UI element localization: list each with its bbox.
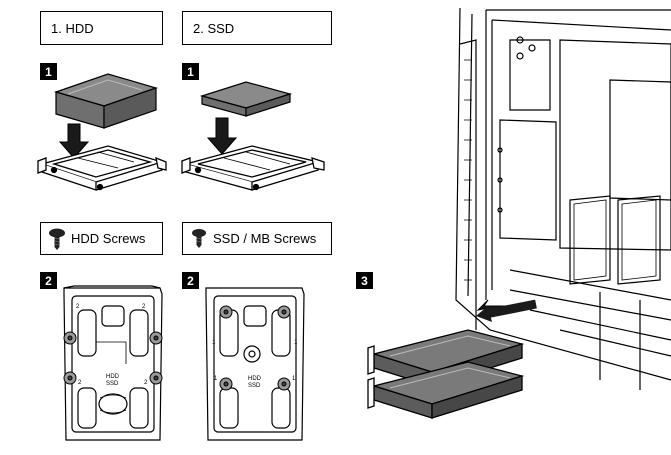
screw-icon (192, 229, 206, 248)
step-2-ssd: 2 (182, 272, 199, 289)
hdd-title: 1. HDD (51, 20, 94, 36)
ssd-mb-screws-label: SSD / MB Screws (213, 231, 317, 246)
ssd-screw-positions (219, 305, 291, 391)
hdd-mark-top-right: 2 (142, 304, 146, 310)
arrow-down-icon (206, 117, 238, 155)
hdd-mark-bottom-right: 2 (144, 380, 148, 386)
step-1-ssd: 1 (182, 63, 199, 80)
ssd-tag-line2: SSD (248, 383, 261, 389)
arrow-down-icon (58, 123, 90, 159)
hdd-screws-legend: HDD Screws (40, 222, 163, 255)
inserted-drive-trays (367, 329, 525, 419)
screw-icon (49, 228, 65, 250)
hdd-screw-positions (63, 331, 163, 385)
hdd-mark-bottom-left: 2 (78, 380, 82, 386)
hdd-screws-label: HDD Screws (71, 231, 146, 246)
step-3-case: 3 (356, 272, 373, 289)
ssd-install-illustration (181, 81, 325, 191)
ssd-title: 2. SSD (193, 20, 235, 36)
hdd-tray (37, 145, 167, 191)
hdd-tray-front-view: 2 2 2 2 HDD SSD (63, 285, 163, 441)
hdd-drive (54, 73, 158, 129)
ssd-mark-left: 1 (212, 340, 216, 346)
ssd-tray-front-view: 1 1 1 1 HDD SSD (205, 287, 305, 441)
hdd-tag-line2: SSD (106, 381, 119, 387)
step-2-hdd: 2 (40, 272, 57, 289)
case-install-illustration (367, 7, 671, 419)
hdd-title-box: 1. HDD (40, 11, 163, 45)
ssd-mark-bottom-right: 1 (292, 376, 296, 382)
hdd-tag-line1: HDD (106, 374, 120, 380)
ssd-mark-right: 1 (294, 340, 298, 346)
ssd-mark-bottom-left: 1 (214, 376, 218, 382)
ssd-tray (181, 145, 325, 191)
ssd-tag-line1: HDD (248, 376, 262, 382)
ssd-mb-screws-legend: SSD / MB Screws (182, 222, 332, 255)
hdd-install-illustration (37, 73, 167, 191)
ssd-drive (199, 81, 293, 117)
ssd-title-box: 2. SSD (182, 11, 332, 45)
step-1-hdd: 1 (40, 63, 57, 80)
hdd-mark-top-left: 2 (76, 304, 80, 310)
